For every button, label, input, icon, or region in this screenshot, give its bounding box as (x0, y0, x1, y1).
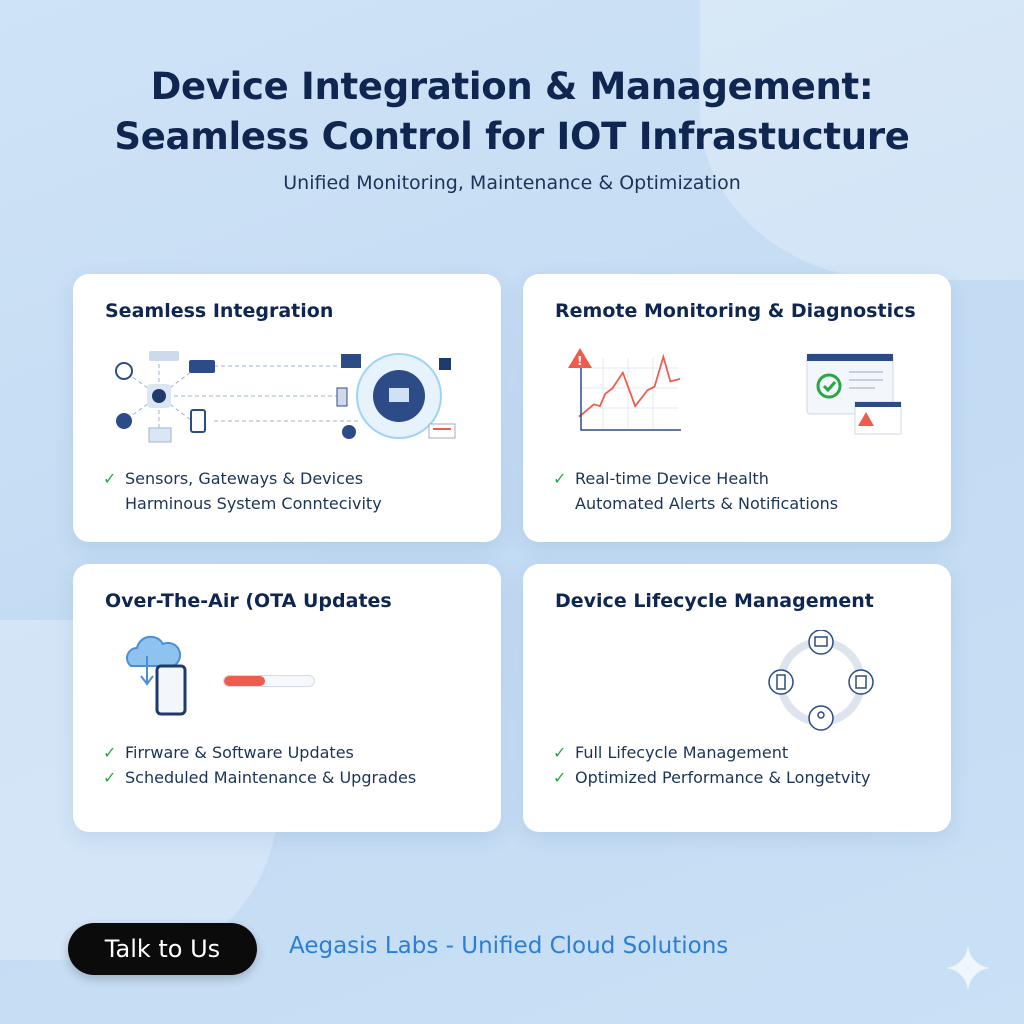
feature-item: Real-time Device Health (575, 469, 769, 488)
page-subtitle: Unified Monitoring, Maintenance & Optimi… (283, 172, 741, 194)
svg-text:!: ! (577, 354, 582, 368)
check-icon: ✓ (103, 768, 117, 787)
feature-item: Harminous System Conntecivity (125, 494, 382, 513)
feature-item: Full Lifecycle Management (575, 743, 789, 762)
card-remote-monitoring: Remote Monitoring & Diagnostics ! ✓ Real-… (523, 274, 951, 542)
card-seamless-integration: Seamless Integration ✓ Sensors, Gateways … (73, 274, 501, 542)
update-progress-bar (223, 675, 315, 687)
page-title: Device Integration & Management:Seamless… (114, 65, 910, 158)
feature-item: Optimized Performance & Longetvity (575, 768, 871, 787)
feature-item: Sensors, Gateways & Devices (125, 469, 364, 488)
feature-item: Automated Alerts & Notifications (575, 494, 839, 513)
feature-item: Firrware & Software Updates (125, 743, 354, 762)
feature-item: Scheduled Maintenance & Upgrades (125, 768, 417, 787)
card-title: Remote Monitoring & Diagnostics (555, 300, 916, 322)
check-icon: ✓ (553, 743, 567, 762)
check-icon: ✓ (103, 743, 117, 762)
check-icon: ✓ (553, 768, 567, 787)
card-ota-updates: Over-The-Air (OTA Updates ✓ Firrware & So… (73, 564, 501, 832)
talk-to-us-button[interactable]: Talk to Us (68, 923, 257, 975)
update-progress-fill (224, 676, 265, 686)
line-chart-alert-icon: ! (568, 348, 681, 431)
integration-network-icon (115, 351, 456, 443)
check-icon: ✓ (103, 469, 117, 488)
brand-tagline: Aegasis Labs - Unified Cloud Solutions (289, 933, 729, 959)
cloud-download-phone-icon (126, 635, 187, 716)
card-title: Device Lifecycle Management (555, 590, 874, 612)
sparkle-icon (946, 946, 990, 990)
card-title: Seamless Integration (105, 300, 334, 322)
lifecycle-cycle-icon (768, 630, 874, 731)
dashboard-status-icon (806, 353, 902, 435)
check-icon: ✓ (553, 469, 567, 488)
card-title: Over-The-Air (OTA Updates (105, 590, 392, 612)
card-lifecycle-management: Device Lifecycle Management ✓ Full Lifecy… (523, 564, 951, 832)
